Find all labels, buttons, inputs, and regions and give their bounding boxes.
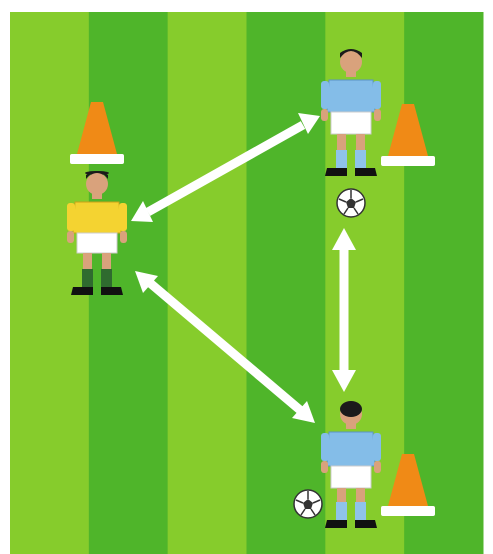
ball-bottom bbox=[294, 490, 322, 518]
pitch-stripe bbox=[247, 12, 326, 554]
pitch-stripe bbox=[168, 12, 247, 554]
ball-top bbox=[337, 189, 365, 217]
pitch-stripe bbox=[10, 12, 89, 554]
